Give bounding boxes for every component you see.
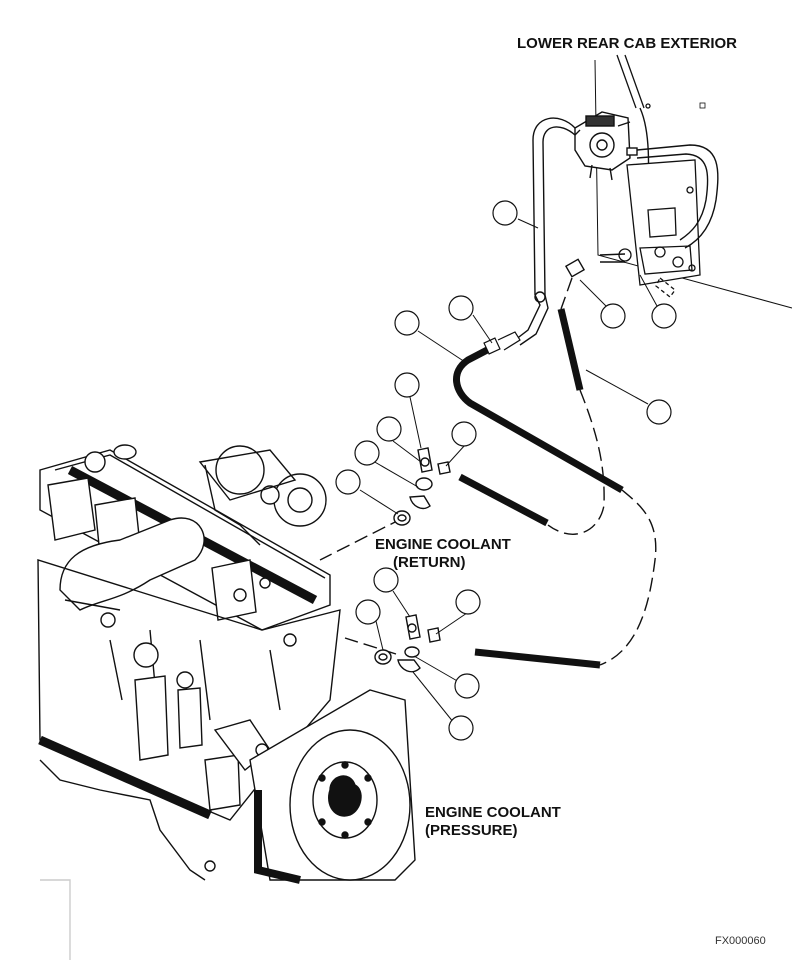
callout-circles	[335, 200, 677, 741]
pressure-fittings	[374, 614, 441, 673]
callout-15	[454, 673, 480, 699]
pressure-line-label: ENGINE COOLANT (PRESSURE)	[425, 804, 561, 840]
callout-5	[651, 303, 677, 329]
hoses	[453, 308, 624, 669]
callout-7	[394, 372, 420, 398]
callout-1	[492, 200, 518, 226]
callout-9	[451, 421, 477, 447]
cab-exterior-label: LOWER REAR CAB EXTERIOR	[517, 35, 738, 52]
callout-3	[394, 310, 420, 336]
callout-12	[373, 567, 399, 593]
callout-8	[376, 416, 402, 442]
cab-tubes	[514, 117, 719, 346]
callout-13	[455, 589, 481, 615]
return-line-label-line1: ENGINE COOLANT	[375, 536, 511, 553]
heater-valve-assembly	[574, 107, 650, 201]
callout-2	[448, 295, 474, 321]
bulkhead-plate	[618, 159, 701, 298]
engine	[37, 444, 416, 960]
callout-14	[355, 599, 381, 625]
callout-10	[354, 440, 380, 466]
leader-lines	[359, 218, 658, 729]
callout-11	[335, 469, 361, 495]
return-line-label: ENGINE COOLANT (RETURN)	[375, 536, 511, 572]
callout-4	[600, 303, 626, 329]
callout-6	[646, 399, 672, 425]
return-fittings	[393, 447, 451, 526]
return-line-label-line2: (RETURN)	[393, 554, 466, 571]
pressure-line-label-line2: (PRESSURE)	[425, 822, 518, 839]
pressure-line-label-line1: ENGINE COOLANT	[425, 804, 561, 821]
figure-code: FX000060	[715, 935, 766, 947]
callout-16	[448, 715, 474, 741]
